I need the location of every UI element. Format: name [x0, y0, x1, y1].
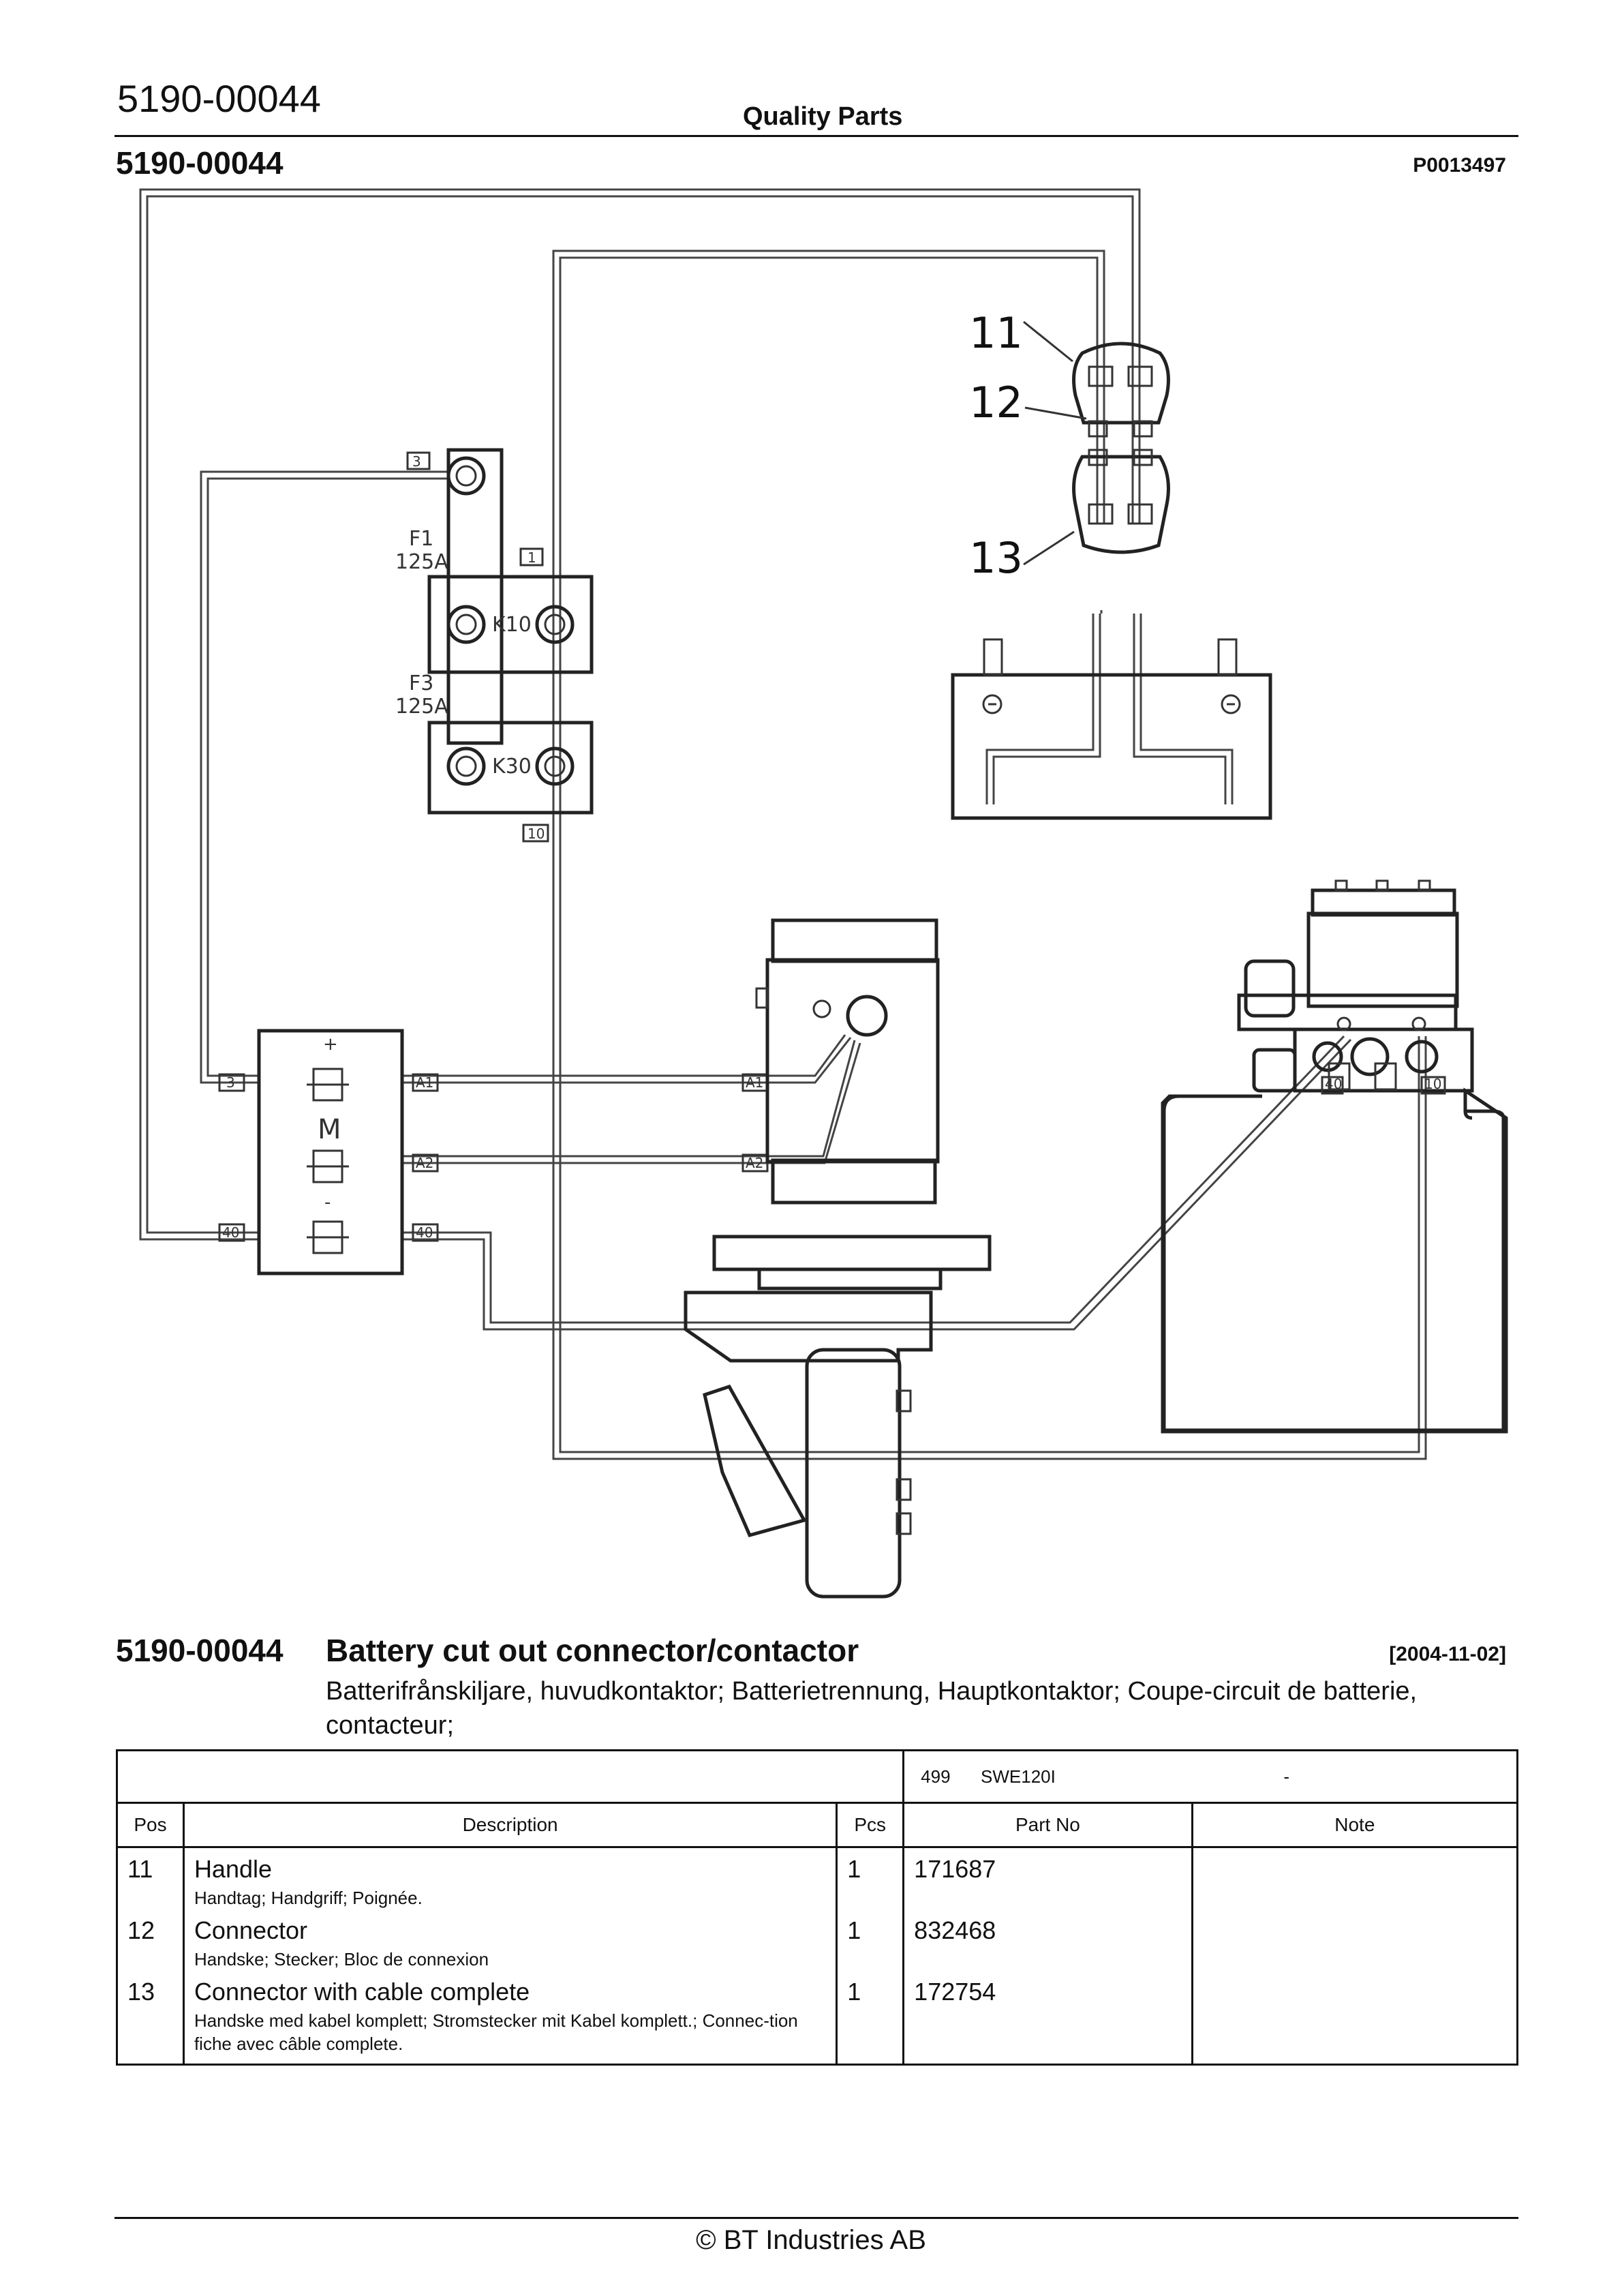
model-cell: 499 SWE120I - [902, 1749, 1518, 1804]
wire-tag-10-panel: 10 [527, 826, 545, 842]
row-desc-main: Connector with cable complete [194, 1978, 530, 2006]
row-note [1191, 1971, 1519, 2066]
label-f1-rating: 125A [395, 550, 448, 574]
drive-motor [684, 918, 992, 1599]
model-code: 499 [921, 1766, 951, 1787]
callout-13: 13 [969, 533, 1023, 583]
header-rule [114, 135, 1518, 137]
drawing-title: 5190-00044 [116, 145, 284, 181]
row-pcs: 1 [836, 1909, 905, 1971]
wire-tag-10-pump: 10 [1424, 1076, 1441, 1092]
row-pcs: 1 [836, 1971, 905, 2066]
table-row: 13 Connector with cable complete Handske… [116, 1971, 1519, 2066]
doc-number: 5190-00044 [117, 77, 321, 120]
wire-tag-a1-block: A1 [416, 1074, 433, 1091]
label-f3-rating: 125A [395, 695, 448, 719]
fuse-contactor-panel [406, 448, 594, 843]
model-note: - [1283, 1766, 1289, 1787]
row-part-no: 172754 [902, 1971, 1193, 2066]
model-row: 499 SWE120I - [115, 1749, 1518, 1804]
table-row: 11 Handle Handtag; Handgriff; Poignée. 1… [116, 1847, 1519, 1909]
label-k10: K10 [492, 613, 532, 637]
label-motor: M [318, 1114, 341, 1145]
row-desc-main: Connector [194, 1916, 308, 1944]
footer-rule [114, 2217, 1518, 2219]
wire-tag-a1-motor: A1 [746, 1074, 763, 1091]
row-part-no: 832468 [902, 1909, 1193, 1971]
callout-12: 12 [969, 378, 1023, 427]
parts-table: 499 SWE120I - Pos Description Pcs Part N… [115, 1749, 1519, 2066]
header-row: Pos Description Pcs Part No Note [116, 1802, 1519, 1848]
col-header-description: Description [182, 1802, 838, 1848]
wire-tag-40-pump: 40 [1325, 1076, 1342, 1092]
wire-tag-1: 1 [527, 549, 536, 566]
callout-11: 11 [969, 308, 1023, 358]
hydraulic-pump-unit [1161, 879, 1508, 1434]
col-header-part-no: Part No [902, 1802, 1193, 1848]
row-description: Handle Handtag; Handgriff; Poignée. [182, 1847, 838, 1909]
row-description: Connector Handske; Stecker; Bloc de conn… [182, 1909, 838, 1971]
wire-tag-3-top: 3 [412, 453, 421, 470]
model-row-blank [115, 1749, 905, 1804]
label-f3: F3 [409, 671, 433, 695]
row-description: Connector with cable complete Handske me… [182, 1971, 838, 2066]
battery-connector [1023, 320, 1170, 566]
wiring-diagram: 11 12 13 F1 125A F3 125A K10 K30 3 1 10 [0, 164, 1622, 1616]
row-note [1191, 1909, 1519, 1971]
row-desc-sub: Handske; Stecker; Bloc de connexion [194, 1949, 489, 1969]
wire-tag-40-block-left: 40 [222, 1224, 239, 1241]
wire-harness [139, 188, 1427, 1460]
label-plus: + [323, 1034, 338, 1055]
wire-tag-3-block: 3 [226, 1074, 235, 1091]
row-note [1191, 1847, 1519, 1909]
row-pcs: 1 [836, 1847, 905, 1909]
wire-tag-40-block-right: 40 [416, 1224, 433, 1241]
section-title: Battery cut out connector/contactor [326, 1633, 859, 1668]
table-row: 12 Connector Handske; Stecker; Bloc de c… [116, 1909, 1519, 1971]
section-date: [2004-11-02] [1389, 1643, 1506, 1665]
row-pos: 13 [116, 1971, 185, 2066]
row-desc-sub: Handtag; Handgriff; Poignée. [194, 1888, 423, 1908]
col-header-pcs: Pcs [836, 1802, 905, 1848]
row-desc-main: Handle [194, 1855, 273, 1883]
col-header-pos: Pos [116, 1802, 185, 1848]
drawing-reference: P0013497 [1413, 154, 1506, 177]
battery [951, 638, 1272, 820]
row-pos: 11 [116, 1847, 185, 1909]
header-label: Quality Parts [743, 102, 903, 131]
col-header-note: Note [1191, 1802, 1519, 1848]
copyright: © BT Industries AB [696, 2225, 926, 2255]
row-part-no: 171687 [902, 1847, 1193, 1909]
row-pos: 12 [116, 1909, 185, 1971]
label-f1: F1 [409, 527, 433, 551]
row-desc-sub: Handske med kabel komplett; Stromstecker… [194, 2010, 798, 2054]
model-name: SWE120I [981, 1766, 1056, 1787]
label-k30: K30 [492, 755, 532, 779]
wire-tag-a2-motor: A2 [746, 1155, 763, 1171]
wire-tag-a2-block: A2 [416, 1155, 433, 1171]
section-translations: Batterifrånskiljare, huvudkontaktor; Bat… [326, 1677, 1418, 1740]
label-minus: - [324, 1192, 331, 1213]
section-code: 5190-00044 [116, 1633, 284, 1668]
motor-terminal-block [218, 1029, 769, 1275]
